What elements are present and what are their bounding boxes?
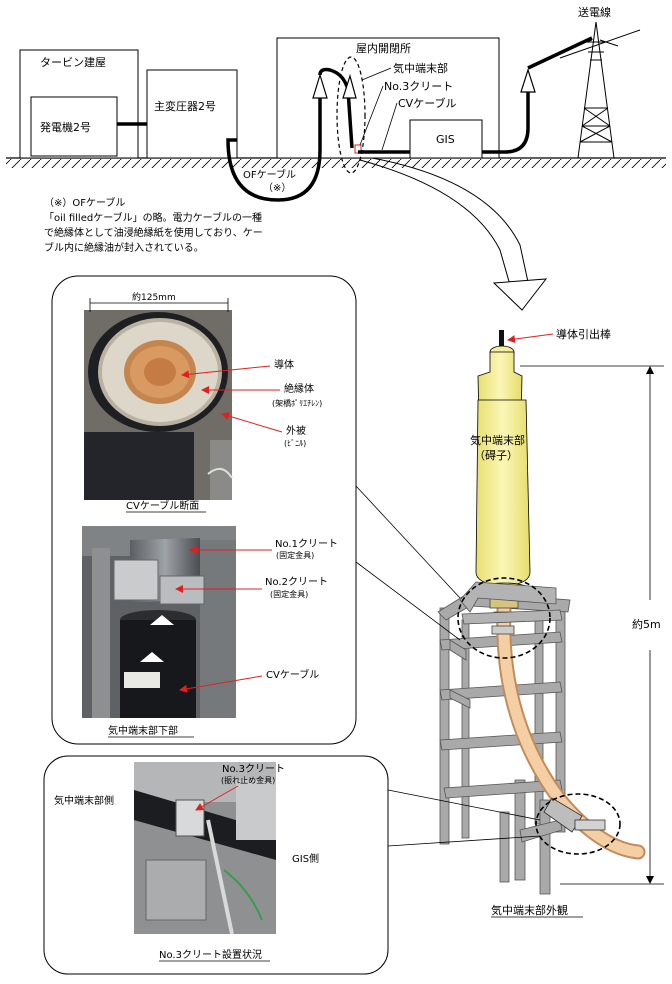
of-cable-path bbox=[226, 98, 322, 202]
cv-cable-photo-label: CVケーブル bbox=[266, 668, 319, 681]
insulator-label: 絶縁体 bbox=[284, 382, 314, 395]
zoom-arrow-2 bbox=[371, 157, 529, 283]
callout-line-upper-1 bbox=[355, 485, 461, 599]
gis-to-line-cable bbox=[482, 92, 530, 154]
line-arrowhead bbox=[520, 68, 536, 93]
gis-box bbox=[409, 119, 483, 159]
note-line-3: で絶縁体として油浸絶縁紙を使用しており、ケー bbox=[44, 228, 263, 239]
turbine-building-label: タービン建屋 bbox=[40, 55, 106, 69]
sheath-label: 外被 bbox=[286, 424, 306, 437]
cleat3-illus bbox=[543, 797, 583, 833]
lower-part-caption: 気中端末部下部 bbox=[108, 724, 178, 737]
callout-line-lower-1 bbox=[387, 789, 541, 821]
cleat3-install-caption: No.3クリート設置状況 bbox=[159, 948, 262, 961]
upper-cleat-ellipse bbox=[457, 577, 551, 659]
cleat3-photo-pointer bbox=[195, 785, 239, 811]
cleat1-label: No.1クリート bbox=[275, 538, 338, 550]
note-line-1: （※）OFケーブル bbox=[44, 198, 126, 209]
note-line-4: ブル内に絶縁油が封入されている。 bbox=[44, 243, 204, 254]
insulator-sub-label: (架橋ﾎﾟﾘｴﾁﾚﾝ) bbox=[272, 398, 322, 408]
main-transformer-label: 主変圧器2号 bbox=[154, 99, 216, 113]
overhead-link bbox=[527, 36, 593, 70]
exterior-illustration: 約5m bbox=[437, 327, 664, 918]
of-cable-note: （※）OFケーブル 「oil filledケーブル」の略。電力ケーブルの一種 で… bbox=[44, 196, 364, 256]
pointer-cleat3 bbox=[359, 85, 384, 146]
detail-panel-upper: 約125mm 導体 絶縁体 (架橋ﾎﾟﾘｴﾁﾚﾝ) 外被 (ﾋﾞﾆﾙ) CVケー… bbox=[51, 275, 461, 745]
zoom-arrow bbox=[359, 159, 511, 286]
lower-cleat-ellipse bbox=[535, 793, 621, 855]
switchgear-loop bbox=[318, 67, 354, 149]
cleat3-top-label: No.3クリート bbox=[384, 80, 453, 93]
sealing-end-arrowhead bbox=[342, 73, 357, 99]
dimension-label: 約125mm bbox=[132, 291, 176, 303]
conductor-pointer bbox=[181, 365, 271, 379]
ground-hatch bbox=[6, 159, 666, 168]
pointer-cv-cable bbox=[381, 102, 398, 151]
sheath-pointer bbox=[221, 412, 283, 433]
gis-side-label: GIS側 bbox=[292, 852, 319, 865]
of-cable-mark: （※） bbox=[263, 182, 291, 194]
note-line-2: 「oil filledケーブル」の略。電力ケーブルの一種 bbox=[44, 213, 263, 224]
sealing-end-label: 気中端末部 bbox=[470, 433, 525, 447]
cleat3-plate bbox=[574, 819, 606, 831]
sealing-end-top-label: 気中端末部 bbox=[393, 61, 448, 75]
of-cable-arrowhead bbox=[312, 72, 328, 99]
generator-box bbox=[30, 96, 118, 157]
sealing-end-lower-photo bbox=[82, 526, 236, 718]
cv-cable-top-label: CVケーブル bbox=[398, 96, 457, 110]
callout-line-lower-2 bbox=[387, 835, 541, 847]
conductor-rod-label: 導体引出棒 bbox=[556, 327, 611, 341]
cleat3-photo-label: No.3クリート bbox=[222, 763, 285, 775]
cleat3-install-photo bbox=[134, 762, 276, 935]
pointer-sealing-end bbox=[361, 67, 392, 81]
main-transformer-box bbox=[146, 69, 238, 159]
zoom-arrowhead bbox=[492, 278, 548, 311]
insulator-body bbox=[475, 399, 531, 587]
gis-label: GIS bbox=[436, 133, 455, 146]
of-cable-label: OFケーブル bbox=[243, 168, 296, 181]
callout-line-upper-2 bbox=[355, 561, 461, 641]
transmission-tower bbox=[559, 21, 641, 159]
cleat2-sub-label: (固定金具) bbox=[270, 589, 308, 599]
height-label: 約5m bbox=[632, 617, 661, 631]
generator-label: 発電機2号 bbox=[40, 120, 91, 134]
cv-cable-cross-section-photo bbox=[84, 310, 233, 500]
sealing-side-label: 気中端末部側 bbox=[54, 794, 114, 807]
sealing-end-ellipse bbox=[336, 56, 366, 174]
cleat3-photo-sub-label: (振れ止め金具) bbox=[221, 775, 275, 785]
cross-section-caption: CVケーブル断面 bbox=[126, 499, 199, 512]
indoor-switchgear-label: 屋内開閉所 bbox=[356, 41, 411, 55]
detail-panel-lower: No.3クリート (振れ止め金具) 気中端末部側 GIS側 No.3クリート設置… bbox=[43, 755, 541, 975]
system-diagram: タービン建屋 発電機2号 主変圧器2号 屋内開閉所 OFケーブル （※） GIS… bbox=[6, 5, 666, 311]
cleat1-sub-label: (固定金具) bbox=[276, 550, 314, 560]
cleat2-label: No.2クリート bbox=[265, 576, 328, 588]
transmission-line-label: 送電線 bbox=[578, 5, 611, 19]
conductor-rod-pointer bbox=[507, 333, 554, 344]
cv-cable-photo-pointer bbox=[179, 675, 263, 693]
conductor-rod bbox=[499, 330, 504, 352]
top-frame bbox=[459, 581, 563, 625]
sheath-sub-label: (ﾋﾞﾆﾙ) bbox=[284, 439, 306, 448]
exterior-caption: 気中端末部外観 bbox=[491, 903, 568, 917]
sealing-end-sub-label: （碍子） bbox=[474, 449, 518, 462]
cleat2-illus bbox=[491, 625, 515, 635]
conductor-label: 導体 bbox=[274, 358, 294, 371]
